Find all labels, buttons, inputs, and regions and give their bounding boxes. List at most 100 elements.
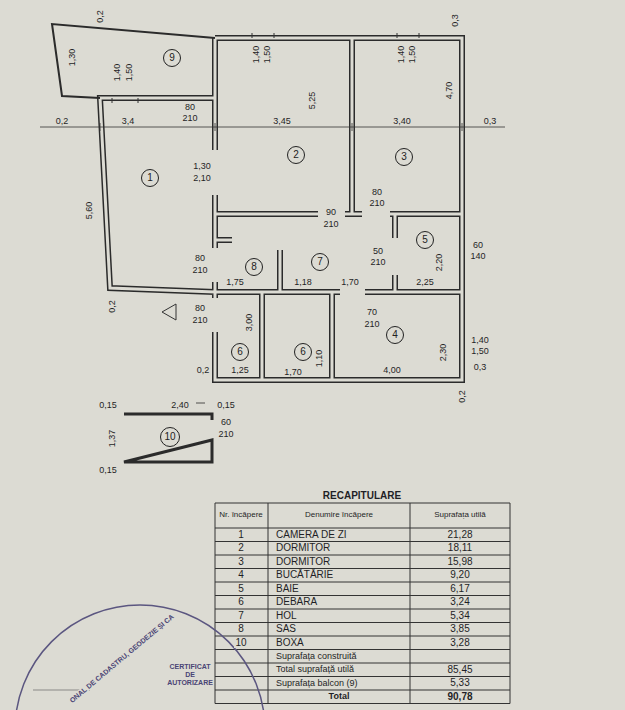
table-cell: 21,28: [446, 530, 473, 540]
dimension-label: 90: [325, 208, 337, 217]
table-cell: 1: [237, 530, 245, 540]
table-cell: BUCĂTĂRIE: [275, 570, 334, 580]
dimension-label: 210: [368, 199, 385, 208]
dimension-label: 80: [194, 254, 206, 263]
table-cell: 18,11: [447, 543, 473, 553]
table-cell: 5,34: [449, 611, 470, 621]
table-cell: 5,33: [449, 678, 470, 688]
dimension-label: 3,00: [246, 312, 255, 332]
dimension-label: 0,2: [196, 366, 211, 375]
dimension-label: 1,50: [470, 347, 490, 356]
table-cell: Total suprafață utilă: [275, 665, 355, 674]
table-cell: 10: [234, 638, 247, 648]
table-cell: 3: [237, 557, 245, 567]
dimension-label: 0,3: [450, 13, 459, 28]
callout-number: 7: [317, 257, 323, 267]
dimension-label: 0,3: [473, 363, 488, 372]
table-cell: DORMITOR: [275, 543, 331, 553]
room-number-circle: 8: [245, 258, 263, 276]
table-cell: 3,28: [449, 638, 470, 648]
dimension-label: 1,18: [293, 278, 313, 287]
dimension-label: 5,60: [86, 200, 95, 220]
wall-fill: [100, 38, 462, 380]
table-cell: 4: [237, 570, 245, 580]
dimension-label: 60: [472, 241, 484, 250]
dimension-label: 0,15: [98, 401, 118, 410]
dimension-label: 80: [194, 304, 206, 313]
room-number-circle: 6: [231, 343, 249, 361]
dimension-label: 0,3: [483, 117, 498, 126]
callout-number: 10: [164, 432, 175, 442]
dimension-tick: [196, 403, 205, 404]
table-cell: 6: [237, 597, 245, 607]
room-number-circle: 2: [287, 146, 305, 164]
dimension-label: 50: [372, 247, 384, 256]
dimension-label: 210: [191, 316, 208, 325]
column-header: Suprafața utilă: [433, 511, 487, 519]
dimension-label: 1,40: [470, 336, 490, 345]
table-cell: SAS: [275, 624, 297, 634]
dimension-label: 80: [184, 103, 196, 112]
dimension-label: 210: [369, 258, 386, 267]
table-cell: DORMITOR: [275, 557, 331, 567]
storage-room-outline: [124, 414, 212, 462]
stamp-text: ONAL DE CADASTRU, GEODEZIE ȘI CA: [68, 612, 176, 704]
dimension-label: 1,70: [340, 278, 360, 287]
table-cell: 8: [237, 624, 245, 634]
column-header: Nr. încăpere: [216, 511, 266, 520]
table-cell: CAMERA DE ZI: [275, 530, 348, 540]
balcony-outline: [52, 24, 215, 98]
table-cell: 2: [237, 543, 245, 553]
entrance-arrow: [162, 304, 176, 320]
dimension-label: 210: [181, 114, 198, 123]
dimension-label: 70: [366, 308, 378, 317]
dimension-label: 1,75: [225, 278, 245, 287]
dimension-label: 140: [469, 252, 486, 261]
dimension-label: 60: [220, 418, 232, 427]
room-number-circle: 9: [163, 49, 181, 67]
callout-number: 6: [300, 347, 306, 357]
dimension-label: 1,30: [69, 47, 78, 67]
room-number-circle: 7: [311, 253, 329, 271]
room-number-circle: 10: [160, 427, 180, 447]
room-number-circle: 1: [141, 169, 159, 187]
dimension-label: 3,40: [392, 117, 412, 126]
table-cell: BAIE: [275, 584, 300, 594]
callout-number: 6: [237, 347, 243, 357]
column-header: Denumire încăpere: [304, 511, 374, 519]
dimension-label: 2,30: [440, 342, 449, 362]
dimension-label: 0,2: [107, 299, 116, 314]
dimension-label: 1,40: [253, 44, 262, 64]
table-heading: RECAPITULARE: [322, 491, 402, 501]
room-number-circle: 4: [386, 326, 404, 344]
table-grid: [215, 503, 510, 704]
dimension-label: 210: [363, 320, 380, 329]
table-cell: 5: [237, 584, 245, 594]
dimension-label: 1,10: [316, 348, 325, 368]
dimension-label: 3,4: [121, 117, 136, 126]
window-mark: [112, 33, 419, 103]
dimension-label: 0,15: [216, 401, 236, 410]
dimension-label: 4,00: [382, 366, 402, 375]
dimension-label: 2,10: [192, 174, 212, 183]
dimension-label: 1,50: [409, 44, 418, 64]
stamp-text: CERTIFICAT DE AUTORIZARE: [166, 663, 214, 687]
dimension-label: 1,70: [283, 368, 303, 377]
room-number-circle: 3: [395, 148, 413, 166]
table-cell: 9,20: [449, 570, 470, 580]
table-cell: Suprafața balcon (9): [275, 679, 359, 688]
dimension-label: 0,2: [55, 117, 70, 126]
dimension-label: 1,30: [192, 162, 212, 171]
callout-number: 3: [401, 152, 407, 162]
callout-number: 2: [293, 150, 299, 160]
table-cell: 6,17: [449, 584, 470, 594]
table-cell: Total: [328, 692, 351, 701]
dimension-label: 0,2: [95, 9, 104, 24]
dimension-label: 1,25: [230, 366, 250, 375]
dimension-label: 1,37: [109, 428, 118, 448]
callout-number: 5: [422, 235, 428, 245]
table-cell: BOXA: [275, 638, 305, 648]
table-cell: 90,78: [446, 692, 473, 702]
room-number-circle: 5: [416, 231, 434, 249]
table-cell: 3,24: [449, 597, 470, 607]
